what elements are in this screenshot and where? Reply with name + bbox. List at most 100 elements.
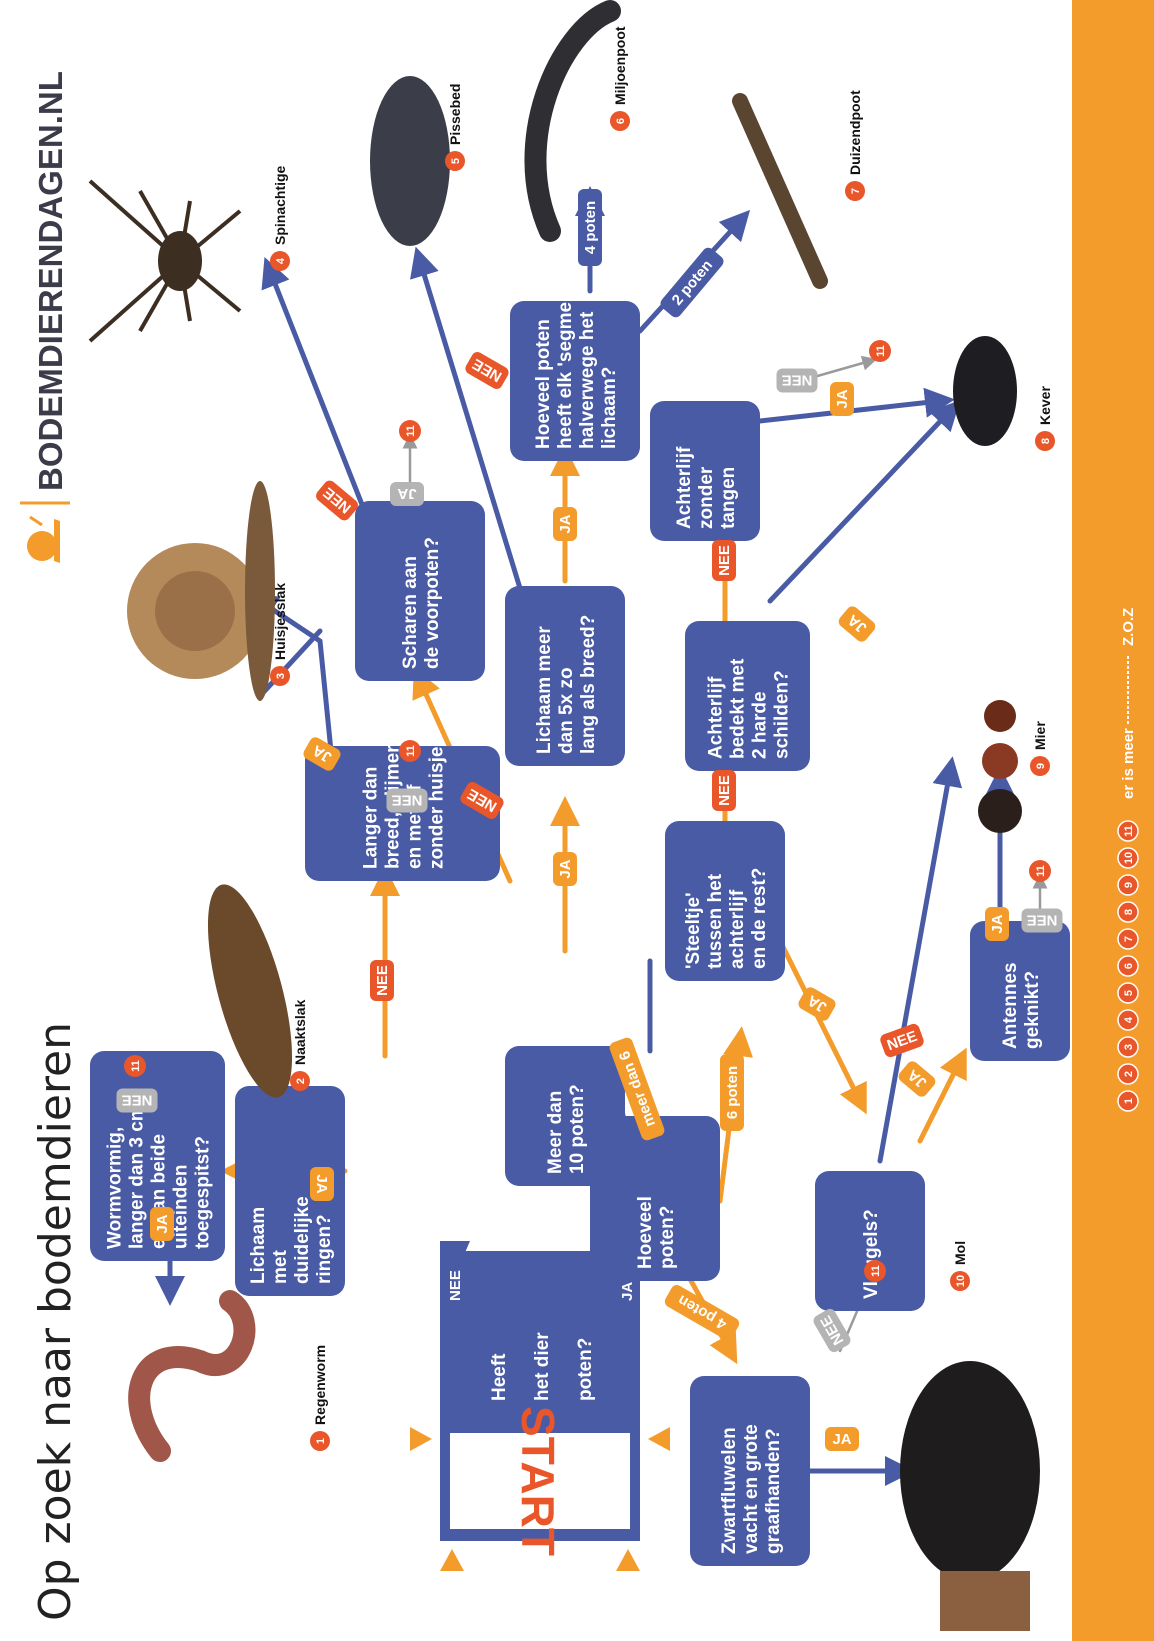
footer-zoz[interactable]: Z.O.Z bbox=[1120, 608, 1137, 646]
node-line: zonder huisje? bbox=[427, 735, 448, 869]
start-nee: NEE bbox=[447, 1270, 464, 1301]
edge-label-twee-poten: 2 poten bbox=[660, 247, 724, 318]
animal-kever: 8 Kever bbox=[953, 336, 1055, 451]
footer-band bbox=[1072, 0, 1154, 1641]
svg-text:11: 11 bbox=[1035, 865, 1047, 877]
node-line: poten? bbox=[657, 1206, 678, 1269]
edge-label-ja: JA bbox=[390, 482, 424, 506]
animal-name: Mier bbox=[1032, 721, 1048, 750]
node-line: en de rest? bbox=[749, 868, 770, 969]
goto-11-badge: 11 bbox=[1029, 860, 1051, 882]
edge-label-seg-4: 4 poten bbox=[578, 189, 602, 266]
node-line: toegespitst? bbox=[193, 1136, 214, 1249]
animal-number-badge: 8 bbox=[1035, 431, 1055, 451]
svg-text:JA: JA bbox=[832, 1431, 851, 1448]
edge-label-ja: JA bbox=[798, 987, 836, 1021]
node-line: geknikt? bbox=[1022, 971, 1043, 1049]
start-block: START Heeft het dier poten? NEE JA bbox=[410, 1241, 670, 1571]
svg-text:11: 11 bbox=[1123, 825, 1135, 837]
svg-text:10: 10 bbox=[955, 1275, 967, 1287]
node-line: 10 poten? bbox=[567, 1084, 588, 1174]
svg-text:8: 8 bbox=[1123, 909, 1135, 915]
node-line: vacht en grote bbox=[741, 1424, 762, 1554]
svg-text:JA: JA bbox=[154, 1214, 171, 1233]
svg-text:6 poten: 6 poten bbox=[724, 1066, 741, 1119]
node-line: halverwege het bbox=[577, 311, 598, 449]
node-line: graafhanden? bbox=[763, 1428, 784, 1554]
node-line: Lichaam meer bbox=[534, 626, 555, 754]
node-line: 2 harde bbox=[750, 691, 771, 759]
footer-number-6: 6 bbox=[1117, 955, 1139, 977]
svg-text:11: 11 bbox=[405, 745, 417, 757]
svg-text:1: 1 bbox=[315, 1438, 327, 1444]
ant-icon bbox=[978, 700, 1022, 833]
animal-name: Spinachtige bbox=[272, 165, 288, 245]
animal-name: Regenworm bbox=[312, 1345, 328, 1425]
animal-mier: 9 Mier bbox=[978, 700, 1050, 833]
node-line: heeft elk 'segment' bbox=[555, 279, 576, 449]
svg-text:8: 8 bbox=[1040, 438, 1052, 444]
svg-text:3: 3 bbox=[1123, 1044, 1135, 1050]
node-line: Vleugels? bbox=[861, 1209, 882, 1299]
animal-list: 1Regenworm2Naaktslak3Huisjesslak4Spinach… bbox=[88, 0, 1055, 1631]
node-line: tangen bbox=[718, 467, 739, 529]
svg-text:2: 2 bbox=[295, 1078, 307, 1084]
woodlouse-icon bbox=[370, 76, 450, 246]
animal-number-badge: 4 bbox=[270, 251, 290, 271]
svg-text:7: 7 bbox=[1123, 936, 1135, 942]
svg-text:2: 2 bbox=[1123, 1071, 1135, 1077]
node-line: Scharen aan bbox=[400, 556, 421, 669]
node-line: zonder bbox=[696, 466, 717, 529]
svg-text:NEE: NEE bbox=[716, 775, 733, 806]
node-line: langer dan 3 cm bbox=[127, 1104, 148, 1249]
node-line: Achterlijf bbox=[706, 676, 727, 759]
edge-label-ja: JA bbox=[838, 606, 876, 642]
start-question-line1: Heeft bbox=[489, 1353, 510, 1401]
snail-icon bbox=[127, 481, 275, 701]
footer-number-3: 3 bbox=[1117, 1036, 1139, 1058]
node-line: ringen? bbox=[314, 1214, 335, 1284]
svg-text:4: 4 bbox=[1123, 1016, 1135, 1023]
centipede-icon bbox=[732, 93, 828, 289]
svg-text:JA: JA bbox=[557, 514, 574, 533]
edge-label-ja: JA bbox=[150, 1207, 174, 1241]
animal-name: Pissebed bbox=[447, 84, 463, 145]
node-line: Antennes bbox=[1000, 962, 1021, 1049]
goto-11-badge: 11 bbox=[124, 1055, 146, 1077]
animal-name: Mol bbox=[952, 1241, 968, 1265]
brand-name: BODEMDIERENDAGEN.NL bbox=[32, 71, 69, 491]
svg-text:7: 7 bbox=[850, 188, 862, 194]
edge-label-nee: NEE bbox=[880, 1023, 924, 1058]
node-line: Zwartfluwelen bbox=[719, 1427, 740, 1554]
svg-text:10: 10 bbox=[1123, 852, 1135, 864]
animal-number-badge: 5 bbox=[445, 151, 465, 171]
edge-label-ja: JA bbox=[985, 907, 1009, 941]
slug-icon bbox=[207, 884, 293, 1098]
node-line: lichaam? bbox=[599, 367, 620, 449]
footer-number-2: 2 bbox=[1117, 1063, 1139, 1085]
animal-number-badge: 10 bbox=[950, 1271, 970, 1291]
svg-text:4: 4 bbox=[275, 257, 287, 264]
animal-name: Huisjesslak bbox=[272, 583, 288, 660]
edge-label-ja: JA bbox=[898, 1061, 936, 1097]
edge-label-nee: NEE bbox=[813, 1308, 851, 1353]
svg-text:5: 5 bbox=[450, 158, 462, 164]
animal-number-badge: 9 bbox=[1030, 756, 1050, 776]
animal-name: Kever bbox=[1037, 386, 1053, 425]
node-line: uiteinden bbox=[171, 1165, 192, 1249]
svg-text:NEE: NEE bbox=[716, 545, 733, 576]
node-line: dan 5x zo bbox=[556, 667, 577, 754]
svg-text:4 poten: 4 poten bbox=[582, 201, 599, 254]
animal-number-badge: 7 bbox=[845, 181, 865, 201]
edge-label-zes-poten: 6 poten bbox=[720, 1054, 744, 1131]
